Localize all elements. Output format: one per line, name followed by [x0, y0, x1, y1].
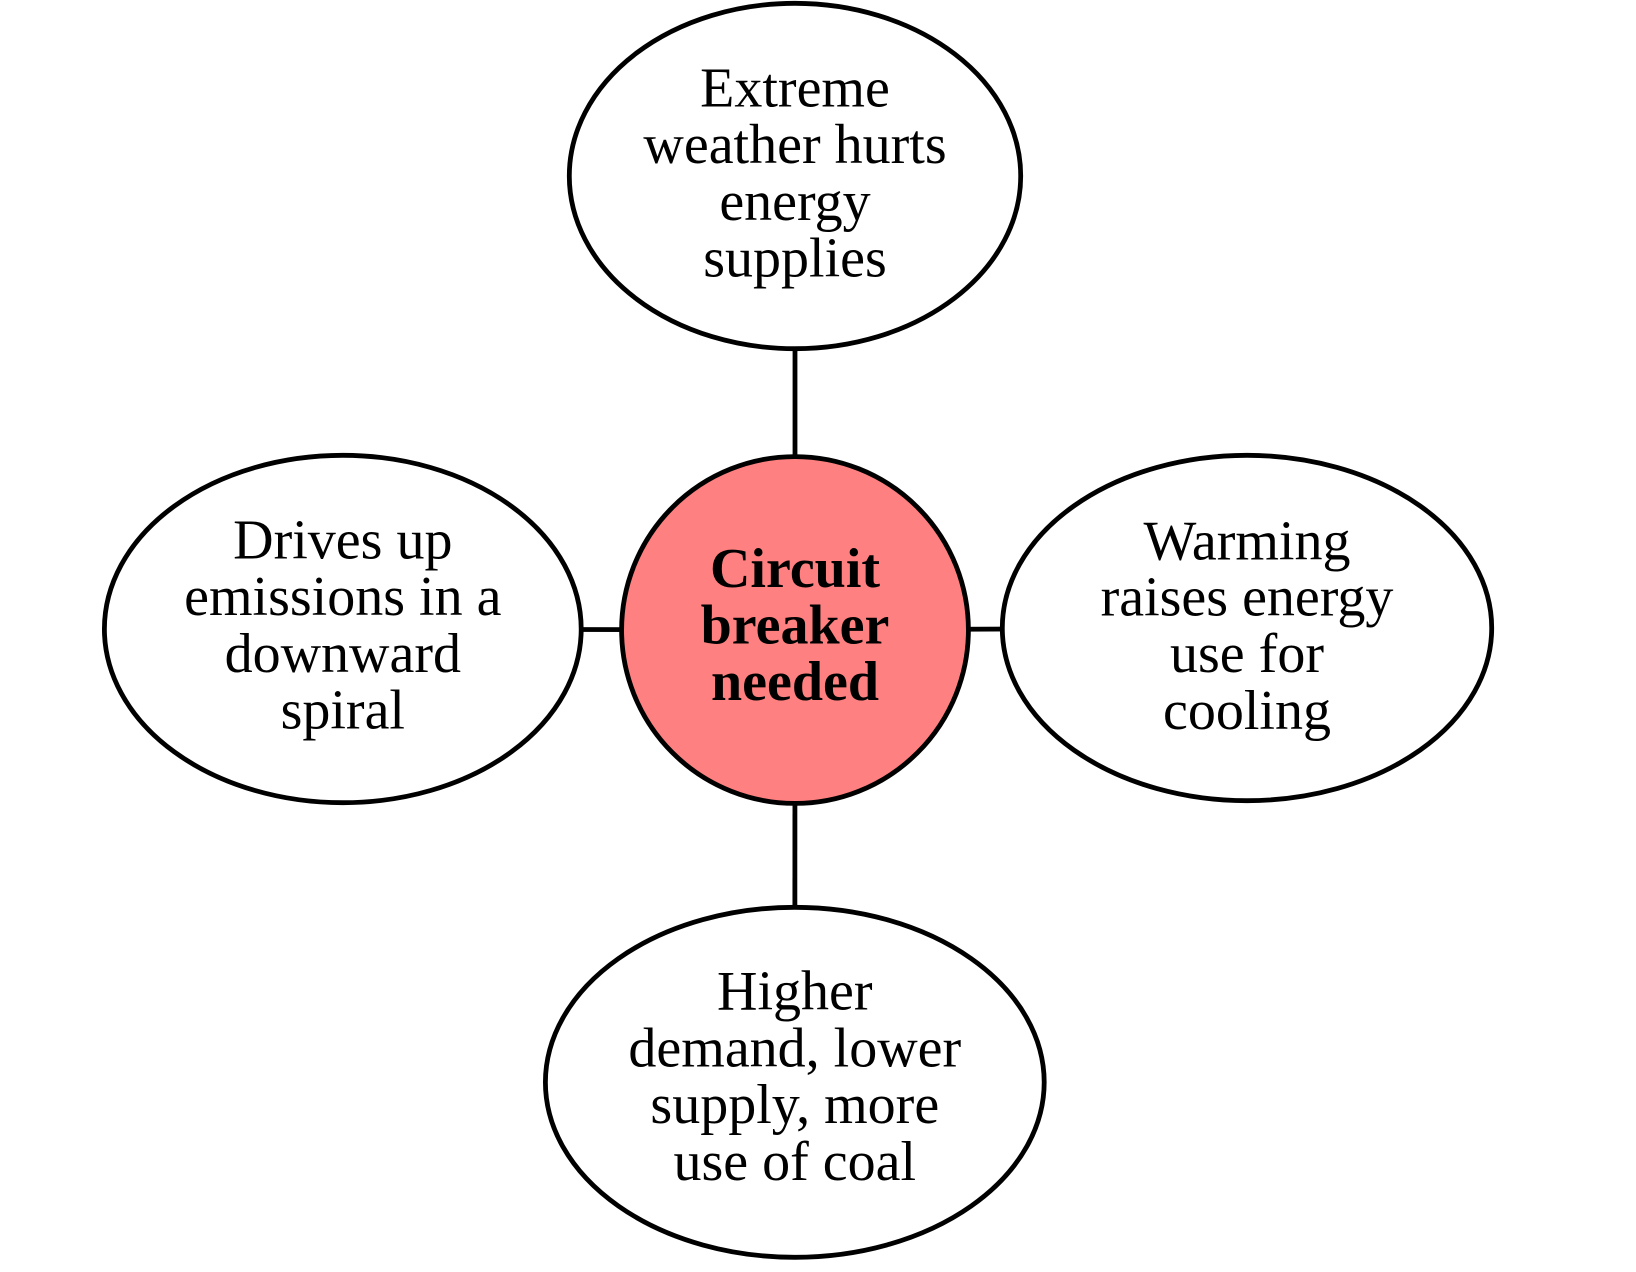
svg-text:use for: use for [1170, 623, 1324, 685]
svg-text:Circuit: Circuit [710, 538, 880, 600]
svg-text:raises energy: raises energy [1101, 567, 1394, 629]
svg-text:energy: energy [719, 171, 870, 233]
svg-text:Drives up: Drives up [233, 510, 452, 572]
svg-text:downward: downward [225, 623, 461, 685]
svg-text:needed: needed [711, 651, 879, 713]
svg-text:weather hurts: weather hurts [643, 114, 946, 176]
svg-text:cooling: cooling [1163, 680, 1331, 742]
svg-text:supplies: supplies [703, 228, 887, 290]
svg-text:Higher: Higher [717, 961, 873, 1023]
svg-text:Warming: Warming [1144, 510, 1351, 572]
svg-text:spiral: spiral [281, 680, 405, 742]
svg-text:emissions in a: emissions in a [184, 566, 501, 628]
svg-text:supply, more: supply, more [650, 1074, 939, 1136]
svg-text:use of coal: use of coal [674, 1131, 917, 1193]
svg-text:Extreme: Extreme [700, 58, 890, 120]
svg-text:breaker: breaker [701, 594, 890, 656]
svg-text:demand, lower: demand, lower [628, 1017, 961, 1079]
